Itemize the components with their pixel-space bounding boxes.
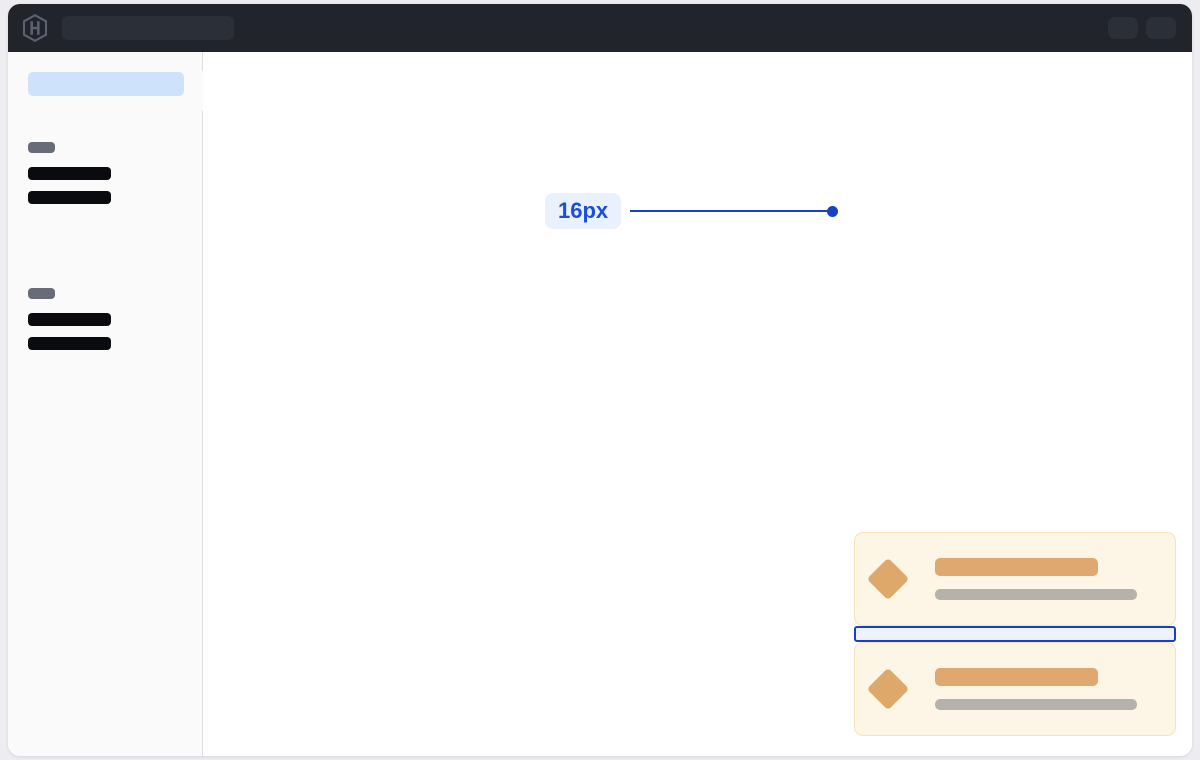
diamond-icon — [866, 557, 910, 601]
header-actions — [1108, 17, 1178, 39]
card-item-2-subtitle — [935, 699, 1137, 710]
card-item-2-content — [935, 668, 1157, 710]
sidebar-item-2-2[interactable] — [28, 337, 111, 350]
canvas-area: 16px — [203, 52, 1192, 756]
search-input[interactable] — [62, 16, 234, 40]
gap-measurement-annotation: 16px — [545, 193, 839, 229]
sidebar-group-1 — [8, 142, 202, 204]
gap-measurement-value: 16px — [545, 193, 622, 229]
header-action-2-button[interactable] — [1146, 17, 1176, 39]
sidebar-group-2 — [8, 288, 202, 350]
app-header — [8, 4, 1192, 52]
header-action-1-button[interactable] — [1108, 17, 1138, 39]
sidebar-item-1-1[interactable] — [28, 167, 111, 180]
measurement-endpoint-dot — [827, 205, 839, 217]
sidebar-item-2-1[interactable] — [28, 313, 111, 326]
diamond-icon — [866, 667, 910, 711]
card-item-1-subtitle — [935, 589, 1137, 600]
card-item-2-title — [935, 668, 1098, 686]
card-stack — [854, 532, 1176, 736]
sidebar-item-selected[interactable] — [28, 72, 184, 96]
hashicorp-hexagon-logo-icon — [22, 14, 48, 42]
card-item-1[interactable] — [854, 532, 1176, 626]
card-item-1-title — [935, 558, 1098, 576]
app-window: 16px — [8, 4, 1192, 756]
sidebar-group-1-label — [28, 142, 55, 153]
gap-highlight-band[interactable] — [854, 626, 1176, 642]
sidebar-item-1-2[interactable] — [28, 191, 111, 204]
measurement-leader-line — [630, 210, 829, 212]
card-item-2[interactable] — [854, 642, 1176, 736]
sidebar-group-2-label — [28, 288, 55, 299]
card-item-1-content — [935, 558, 1157, 600]
sidebar — [8, 52, 216, 756]
body-area: 16px — [8, 52, 1192, 756]
